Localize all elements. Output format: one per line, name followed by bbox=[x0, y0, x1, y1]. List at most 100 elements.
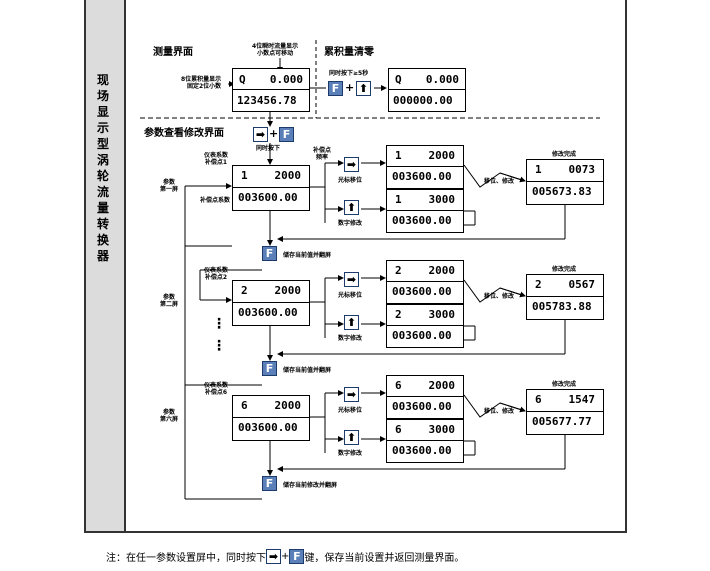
measure-note-top: 4位瞬时流量显示 小数点可移动 bbox=[252, 43, 299, 57]
lcd-row2: 003600.00 bbox=[392, 214, 452, 227]
edit-complete-lcd: 2 0567 005783.88 bbox=[526, 274, 604, 320]
digit-label: 数字修改 bbox=[338, 220, 363, 227]
lcd-row1-right: 3000 bbox=[428, 423, 456, 436]
screen-label: 参数 第二屏 bbox=[160, 294, 179, 308]
lcd-row1-right: 2000 bbox=[428, 149, 456, 162]
lcd-row1-right: 3000 bbox=[428, 193, 456, 206]
meter-coef-label: 仪表系数 补偿点2 bbox=[204, 267, 229, 281]
clear-row2: 000000.00 bbox=[393, 94, 453, 107]
lcd-row1-left: 1 bbox=[241, 169, 248, 182]
screen-label: 参数 第一屏 bbox=[160, 179, 179, 193]
lcd-row1-right: 1547 bbox=[568, 393, 596, 406]
lcd-row2: 003600.00 bbox=[238, 306, 298, 319]
footnote-post: 键，保存当前设置并返回测量界面。 bbox=[304, 553, 465, 564]
lcd-row2: 003600.00 bbox=[392, 285, 452, 298]
lcd-row2: 005673.83 bbox=[532, 185, 592, 198]
shift-edit-label: 移位、修改 bbox=[484, 408, 515, 415]
shift-edit-label: 移位、修改 bbox=[484, 178, 515, 185]
up-arrow-key[interactable]: ⬆ bbox=[344, 315, 359, 330]
save-label: 储存当前修改并翻屏 bbox=[283, 482, 338, 489]
measure-lcd: Q 0.000 123456.78 bbox=[232, 68, 310, 112]
cursor-shift-lcd: 2 2000 003600.00 bbox=[386, 260, 464, 304]
lcd-row1-left: 6 bbox=[395, 423, 402, 436]
up-arrow-key[interactable]: ⬆ bbox=[344, 430, 359, 445]
right-arrow-key[interactable]: ➡ bbox=[344, 157, 359, 172]
lcd-row2: 003600.00 bbox=[238, 421, 298, 434]
lcd-row1-left: 2 bbox=[535, 278, 542, 291]
measure-row1-left: Q bbox=[239, 73, 246, 86]
cursor-shift-lcd: 1 2000 003600.00 bbox=[386, 145, 464, 189]
lcd-row1-right: 2000 bbox=[274, 169, 302, 182]
f-key: F bbox=[289, 549, 305, 564]
ellipsis: ⋮ bbox=[212, 338, 226, 354]
lcd-row1-left: 6 bbox=[535, 393, 542, 406]
clear-heading: 累积量清零 bbox=[324, 47, 374, 58]
lcd-row1-right: 2000 bbox=[274, 284, 302, 297]
done-label: 修改完成 bbox=[552, 381, 577, 388]
lcd-row1-right: 0567 bbox=[568, 278, 596, 291]
lcd-row2: 003600.00 bbox=[392, 400, 452, 413]
f-key[interactable]: F bbox=[262, 246, 277, 261]
measure-heading: 测量界面 bbox=[153, 47, 193, 58]
meter-coef-label: 仪表系数 补偿点6 bbox=[204, 382, 229, 396]
diagram-frame bbox=[84, 0, 627, 533]
right-arrow-key[interactable]: ➡ bbox=[344, 272, 359, 287]
lcd-row1-left: 1 bbox=[395, 149, 402, 162]
lcd-row1-left: 2 bbox=[241, 284, 248, 297]
lcd-row2: 003600.00 bbox=[392, 444, 452, 457]
parameter-lcd: 2 2000 003600.00 bbox=[232, 280, 310, 326]
right-arrow-key: ➡ bbox=[266, 549, 281, 564]
lcd-row2: 003600.00 bbox=[238, 191, 298, 204]
right-arrow-key[interactable]: ➡ bbox=[253, 127, 268, 142]
footnote-pre: 注：在任一参数设置屏中，同时按下 bbox=[106, 553, 266, 564]
lcd-row1-right: 2000 bbox=[428, 379, 456, 392]
lcd-row2: 003600.00 bbox=[392, 329, 452, 342]
f-key[interactable]: F bbox=[328, 81, 343, 96]
measure-note-left: 8位累积量显示 固定2位小数 bbox=[181, 76, 222, 90]
digit-label: 数字修改 bbox=[338, 335, 363, 342]
ellipsis: ⋮ bbox=[212, 316, 226, 332]
sidebar: 现场显示型涡轮流量转换器 bbox=[84, 0, 126, 533]
up-arrow-key[interactable]: ⬆ bbox=[344, 200, 359, 215]
device-title: 现场显示型涡轮流量转换器 bbox=[96, 73, 109, 263]
lcd-row1-left: 2 bbox=[395, 308, 402, 321]
lcd-row1-right: 0073 bbox=[568, 163, 596, 176]
shift-edit-label: 移位、修改 bbox=[484, 293, 515, 300]
f-key[interactable]: F bbox=[262, 476, 277, 491]
freq-label: 补偿点 频率 bbox=[313, 147, 332, 161]
cursor-label: 光标移位 bbox=[338, 292, 363, 299]
lcd-row1-left: 2 bbox=[395, 264, 402, 277]
right-arrow-key[interactable]: ➡ bbox=[344, 387, 359, 402]
edit-complete-lcd: 1 0073 005673.83 bbox=[526, 159, 604, 205]
param-heading: 参数查看修改界面 bbox=[144, 128, 224, 139]
lcd-row2: 005783.88 bbox=[532, 300, 592, 313]
lcd-row1-right: 2000 bbox=[428, 264, 456, 277]
clear-hint: 同时按下≥5秒 bbox=[329, 70, 369, 77]
lcd-row1-left: 1 bbox=[535, 163, 542, 176]
plus-sign: + bbox=[281, 551, 290, 562]
digit-label: 数字修改 bbox=[338, 450, 363, 457]
digit-edit-lcd: 6 3000 003600.00 bbox=[386, 419, 464, 463]
up-arrow-key[interactable]: ⬆ bbox=[356, 81, 371, 96]
lcd-row2: 003600.00 bbox=[392, 170, 452, 183]
measure-row1-right: 0.000 bbox=[269, 73, 303, 86]
save-label: 储存当前值并翻屏 bbox=[283, 252, 332, 259]
measure-row2: 123456.78 bbox=[237, 94, 297, 107]
lcd-row1-left: 6 bbox=[395, 379, 402, 392]
cursor-shift-lcd: 6 2000 003600.00 bbox=[386, 375, 464, 419]
done-label: 修改完成 bbox=[552, 266, 577, 273]
f-key[interactable]: F bbox=[279, 127, 294, 142]
plus-sign: + bbox=[345, 81, 355, 94]
comp-coef-label: 补偿点系数 bbox=[200, 197, 231, 204]
save-label: 储存当前值并翻屏 bbox=[283, 367, 332, 374]
done-label: 修改完成 bbox=[552, 151, 577, 158]
f-key[interactable]: F bbox=[262, 361, 277, 376]
plus-sign: + bbox=[269, 127, 279, 140]
